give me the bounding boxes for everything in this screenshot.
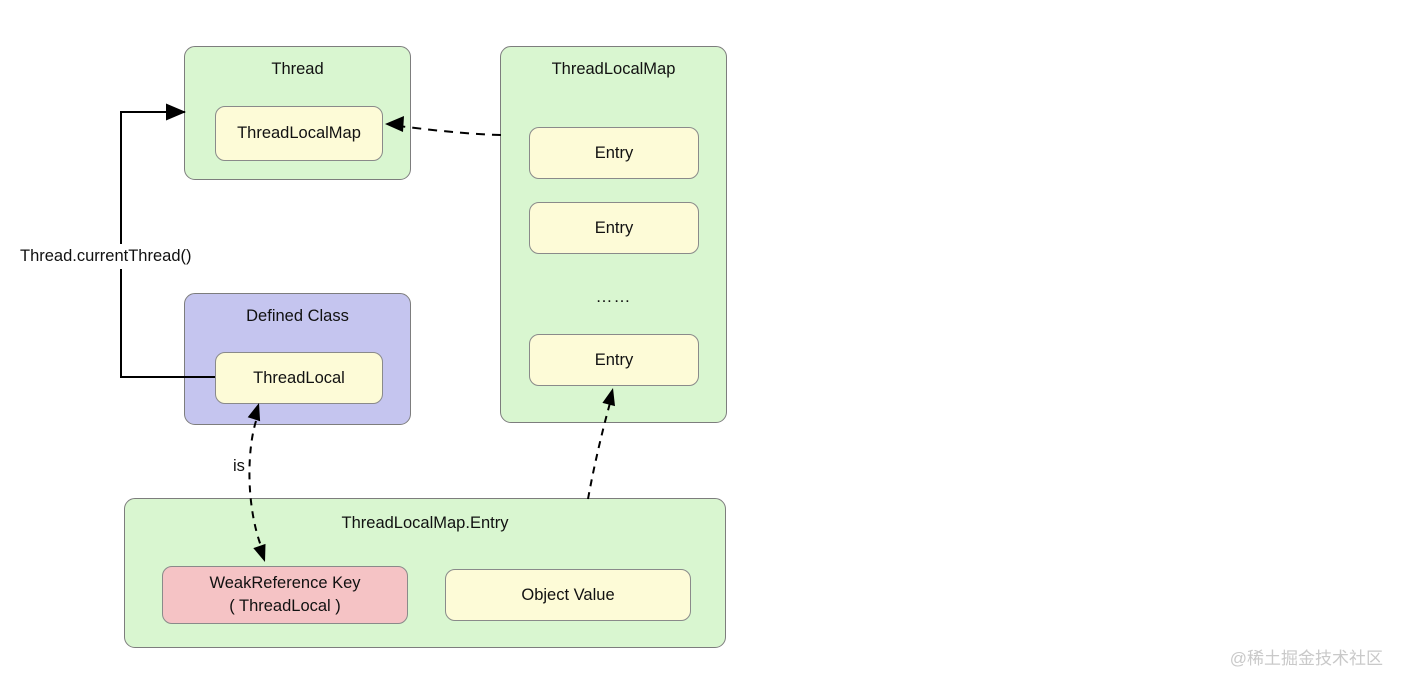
object-value-label: Object Value (521, 585, 615, 604)
threadlocalmap-entry-box: ThreadLocalMap.Entry WeakReference Key (… (124, 498, 726, 648)
entry-box-2: Entry (529, 202, 699, 254)
threadlocal-field-box: ThreadLocal (215, 352, 383, 404)
object-value-box: Object Value (445, 569, 691, 621)
threadlocalmap-entry-box-title: ThreadLocalMap.Entry (341, 514, 509, 532)
thread-threadlocalmap-field-box: ThreadLocalMap (215, 106, 383, 161)
watermark-text: @稀土掘金技术社区 (1229, 649, 1383, 668)
threadlocalmap-box-title: ThreadLocalMap (551, 60, 676, 78)
entry-box-3: Entry (529, 334, 699, 386)
weakreference-key-label: WeakReference Key (209, 574, 361, 592)
entry-1-label: Entry (594, 143, 634, 162)
threadlocal-field-label: ThreadLocal (253, 368, 345, 387)
weakreference-key-sublabel: ( ThreadLocal ) (229, 597, 341, 615)
current-thread-label: Thread.currentThread() (19, 244, 193, 269)
entries-ellipsis: …… (595, 287, 632, 306)
weakreference-key-box: WeakReference Key ( ThreadLocal ) (162, 566, 408, 624)
is-label: is (233, 457, 245, 475)
thread-threadlocalmap-field-label: ThreadLocalMap (237, 124, 361, 142)
entry-3-label: Entry (594, 350, 634, 369)
defined-class-box: Defined Class ThreadLocal (184, 293, 411, 425)
defined-class-box-title: Defined Class (246, 307, 349, 325)
thread-box-title: Thread (271, 60, 324, 78)
threadlocalmap-box: ThreadLocalMap Entry Entry …… Entry (500, 46, 727, 423)
entry-2-label: Entry (594, 218, 634, 237)
entry-box-1: Entry (529, 127, 699, 179)
thread-box: Thread ThreadLocalMap (184, 46, 411, 180)
